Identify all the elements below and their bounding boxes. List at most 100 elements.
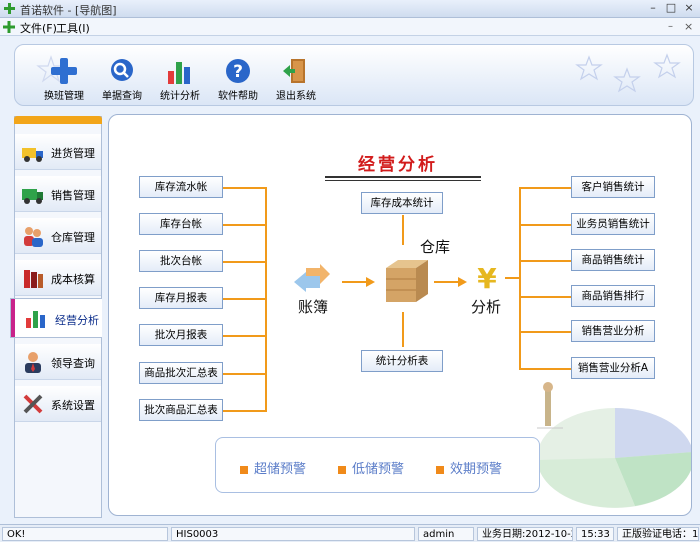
nav-inventory-monthly[interactable]: 库存月报表 xyxy=(139,287,223,309)
nav-sales-business-analysis-a[interactable]: 销售营业分析A xyxy=(571,357,655,379)
sidebar-item-warehouse[interactable]: 仓库管理 xyxy=(15,218,101,254)
section-banner: 经营分析 xyxy=(358,155,438,175)
nav-product-sales-stats[interactable]: 商品销售统计 xyxy=(571,249,655,271)
shift-management-button[interactable]: 换班管理 xyxy=(43,55,85,102)
sidebar-label-leader-query: 领导查询 xyxy=(51,357,95,370)
connector xyxy=(223,224,267,226)
minimize-icon[interactable]: – xyxy=(650,1,656,14)
nav-statistics-table[interactable]: 统计分析表 xyxy=(361,350,443,372)
connector xyxy=(519,187,571,189)
menu-tools[interactable]: 工具(I) xyxy=(56,22,90,35)
svg-text:¥: ¥ xyxy=(477,262,497,294)
maximize-icon[interactable]: □ xyxy=(665,1,677,14)
status-state: OK! xyxy=(2,527,168,541)
connector xyxy=(519,296,571,298)
connector xyxy=(223,261,267,263)
connector xyxy=(505,277,519,279)
sidebar-label-warehouse: 仓库管理 xyxy=(51,231,95,244)
sidebar-item-cost[interactable]: 成本核算 xyxy=(15,260,101,296)
exit-label: 退出系统 xyxy=(276,91,316,102)
document-query-button[interactable]: 单据查询 xyxy=(101,55,143,102)
connector xyxy=(519,260,571,262)
nav-product-batch-summary[interactable]: 商品批次汇总表 xyxy=(139,362,223,384)
connector xyxy=(223,187,267,189)
shift-management-label: 换班管理 xyxy=(44,91,84,102)
active-marker xyxy=(11,299,15,337)
banner-underline xyxy=(325,176,481,178)
nav-inventory-account[interactable]: 库存台帐 xyxy=(139,213,223,235)
nav-inventory-ledger[interactable]: 库存流水帐 xyxy=(139,176,223,198)
status-business-date: 业务日期:2012-10-24 xyxy=(477,527,573,541)
nav-batch-account[interactable]: 批次台帐 xyxy=(139,250,223,272)
alert-understock[interactable]: 低储预警 xyxy=(338,458,404,477)
pie-chart-decoration-icon xyxy=(537,382,691,508)
exit-button[interactable]: 退出系统 xyxy=(275,55,317,102)
nav-customer-sales-stats[interactable]: 客户销售统计 xyxy=(571,176,655,198)
sidebar-label-sales: 销售管理 xyxy=(51,189,95,202)
toolbar: 换班管理 单据查询 统计分析 ? 软件帮助 退出系统 xyxy=(14,44,694,106)
nav-batch-monthly[interactable]: 批次月报表 xyxy=(139,324,223,346)
menu-bar: 文件(F) 工具(I) – × xyxy=(0,18,700,36)
sidebar-item-leader-query[interactable]: 领导查询 xyxy=(15,344,101,380)
menu-file[interactable]: 文件(F) xyxy=(20,22,57,35)
nav-sales-business-analysis[interactable]: 销售营业分析 xyxy=(571,320,655,342)
help-icon: ? xyxy=(223,57,253,85)
arrow-right-icon xyxy=(434,277,467,287)
statistics-button[interactable]: 统计分析 xyxy=(159,55,201,102)
connector-vertical xyxy=(519,187,521,369)
menu-close-icon[interactable]: × xyxy=(684,20,694,33)
banner-underline-2 xyxy=(325,180,481,181)
status-user: admin xyxy=(418,527,474,541)
bar-chart-icon xyxy=(165,57,195,85)
connector xyxy=(223,373,267,375)
arrow-right-icon xyxy=(342,277,375,287)
manager-icon xyxy=(21,350,45,374)
warehouse-label: 仓库 xyxy=(420,238,451,256)
connector xyxy=(223,410,267,412)
truck-icon xyxy=(21,140,45,164)
plus-icon xyxy=(49,57,79,85)
menu-plus-icon xyxy=(3,21,15,33)
sidebar-label-analysis: 经营分析 xyxy=(55,314,99,327)
connector xyxy=(519,224,571,226)
connector-vertical xyxy=(265,187,267,412)
delivery-truck-icon xyxy=(21,182,45,206)
alert-expiry-label: 效期预警 xyxy=(450,462,503,477)
analysis-label: 分析 xyxy=(471,298,502,316)
close-icon[interactable]: × xyxy=(684,1,694,14)
users-icon xyxy=(21,224,45,248)
search-icon xyxy=(107,57,137,85)
sidebar-item-settings[interactable]: 系统设置 xyxy=(15,386,101,422)
warehouse-crate-icon xyxy=(386,260,428,302)
nav-product-sales-ranking[interactable]: 商品销售排行 xyxy=(571,285,655,307)
books-icon xyxy=(21,266,45,290)
window-title: 首诺软件 - [导航图] xyxy=(20,4,117,17)
alert-expiry[interactable]: 效期预警 xyxy=(436,458,502,477)
nav-salesman-sales-stats[interactable]: 业务员销售统计 xyxy=(571,213,655,235)
exchange-arrows-icon xyxy=(294,264,330,292)
alert-understock-label: 低储预警 xyxy=(352,462,405,477)
connector xyxy=(402,215,404,245)
yuan-icon: ¥ xyxy=(477,262,497,294)
statistics-label: 统计分析 xyxy=(160,91,200,102)
alert-overstock-label: 超储预警 xyxy=(254,462,307,477)
sidebar-label-purchase: 进货管理 xyxy=(51,147,95,160)
chart-icon xyxy=(23,306,47,330)
sidebar-item-sales[interactable]: 销售管理 xyxy=(15,176,101,212)
alert-overstock[interactable]: 超储预警 xyxy=(240,458,306,477)
status-time: 15:33 xyxy=(576,527,614,541)
document-query-label: 单据查询 xyxy=(102,91,142,102)
svg-text:?: ? xyxy=(233,62,243,82)
status-station: HIS0003 xyxy=(171,527,415,541)
connector xyxy=(223,335,267,337)
sidebar-item-analysis[interactable]: 经营分析 xyxy=(10,298,102,338)
menu-minimize-icon[interactable]: – xyxy=(668,21,673,32)
ledger-label: 账簿 xyxy=(298,298,329,316)
help-button[interactable]: ? 软件帮助 xyxy=(217,55,259,102)
nav-inventory-cost-stats[interactable]: 库存成本统计 xyxy=(361,192,443,214)
nav-batch-product-summary[interactable]: 批次商品汇总表 xyxy=(139,399,223,421)
sidebar-label-cost: 成本核算 xyxy=(51,273,95,286)
alerts-panel xyxy=(215,437,540,493)
connector xyxy=(223,298,267,300)
sidebar-item-purchase[interactable]: 进货管理 xyxy=(15,134,101,170)
